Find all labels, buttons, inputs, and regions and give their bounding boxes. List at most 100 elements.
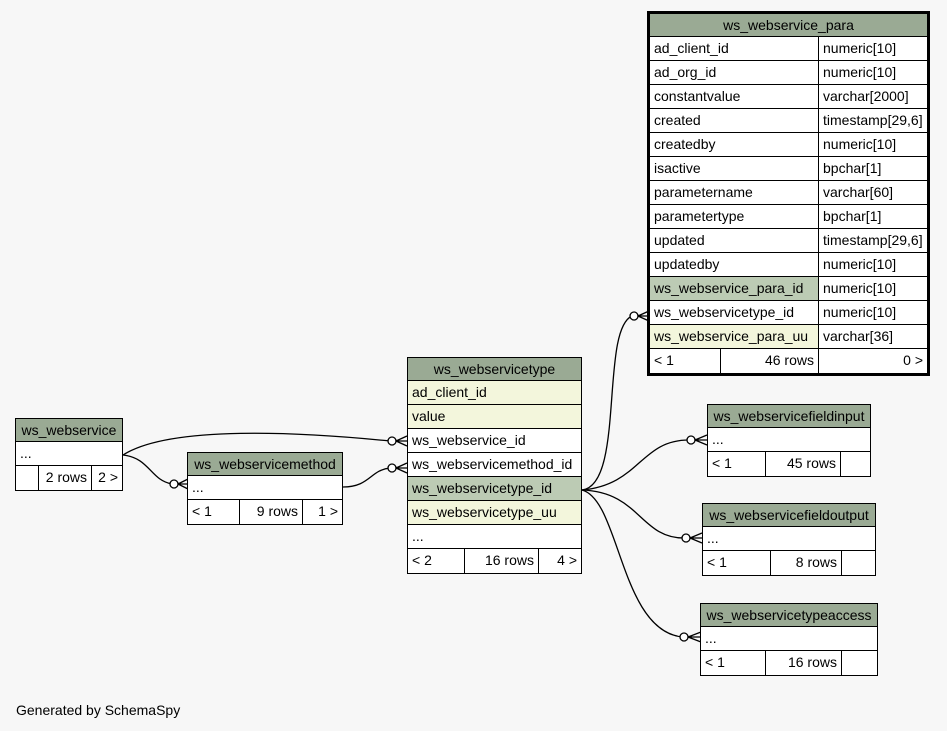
children-link[interactable]: 4 > [538,549,581,573]
link-type-to-typeaccess [581,489,683,638]
column-row: ... [408,525,581,549]
parents-link[interactable]: < 1 [192,503,212,519]
column-type: bpchar[1] [818,157,927,180]
column-row: createdby numeric[10] [650,133,927,157]
column-row: ... [708,428,870,452]
column-type: numeric[10] [818,253,927,276]
column-row-indexed: ws_webservicetype_uu [408,501,581,525]
optional-marker [387,436,397,446]
column-type: varchar[60] [818,181,927,204]
generated-by-label: Generated by SchemaSpy [16,702,181,718]
table-title[interactable]: ws_webservicefieldinput [708,405,870,428]
crowfoot-marker [689,532,703,544]
column-type: timestamp[29,6] [818,109,927,132]
parents-link[interactable]: < 1 [712,455,732,471]
table-ws-webservicefieldinput[interactable]: ws_webservicefieldinput ... < 1 45 rows [707,404,871,477]
table-ws-webservicemethod[interactable]: ws_webservicemethod ... < 1 9 rows 1 > [187,452,343,525]
row-count: 45 rows [765,452,840,476]
column-type: varchar[36] [818,325,927,348]
column-type: numeric[10] [818,61,927,84]
column-type: numeric[10] [818,301,927,324]
children-link[interactable]: 0 > [818,349,927,373]
column-type: numeric[10] [818,277,927,300]
crowfoot-marker [694,434,708,446]
row-count: 9 rows [239,500,302,524]
table-title[interactable]: ws_webservicemethod [188,453,342,476]
column-row: ad_client_id numeric[10] [650,37,927,61]
table-title[interactable]: ws_webservice_para [650,14,927,37]
column-type: varchar[2000] [818,85,927,108]
crowfoot-marker [395,435,408,447]
column-row-indexed: ad_client_id [408,381,581,405]
column-name: value [412,408,446,424]
column-name: updated [654,232,705,248]
table-ws-webservicefieldoutput[interactable]: ws_webservicefieldoutput ... < 1 8 rows [702,503,876,576]
row-count: 16 rows [464,549,538,573]
column-row-primary-key: ws_webservicetype_id [408,477,581,501]
column-name: ad_client_id [412,384,487,400]
children-link[interactable]: 2 > [91,466,122,490]
column-ellipsis: ... [707,530,719,546]
link-webservice-to-method [122,454,173,485]
column-row: ... [188,476,342,500]
column-type: numeric[10] [818,37,927,60]
column-row: constantvalue varchar[2000] [650,85,927,109]
column-name: ws_webservicetype_id [654,304,795,320]
link-type-to-para [581,315,633,491]
optional-marker [686,435,696,445]
column-ellipsis: ... [192,479,204,495]
column-row: ws_webservice_id [408,429,581,453]
column-row: parametername varchar[60] [650,181,927,205]
crowfoot-marker [687,631,702,643]
column-name: ws_webservicetype_id [412,480,553,496]
optional-marker [679,632,689,642]
column-row: parametertype bpchar[1] [650,205,927,229]
column-ellipsis: ... [412,528,424,544]
optional-marker [169,479,179,489]
crowfoot-marker [177,478,189,490]
table-title[interactable]: ws_webservicetype [408,358,581,381]
table-ws-webservice-para[interactable]: ws_webservice_para ad_client_id numeric[… [647,11,930,376]
children-link[interactable] [840,452,870,476]
table-title[interactable]: ws_webservicefieldoutput [703,504,875,527]
column-row-indexed: value [408,405,581,429]
table-footer: 2 rows 2 > [16,466,122,490]
table-title[interactable]: ws_webservicetypeaccess [701,604,877,627]
column-name: ws_webservicemethod_id [412,456,573,472]
column-name: ws_webservice_id [412,432,526,448]
optional-marker [629,311,639,321]
column-row: ... [703,527,875,551]
parents-link[interactable]: < 1 [707,554,727,570]
column-row: ws_webservicetype_id numeric[10] [650,301,927,325]
column-row: ... [16,442,122,466]
link-webservice-to-type [122,432,391,456]
children-link[interactable]: 1 > [302,500,342,524]
children-link[interactable] [841,551,875,575]
row-count: 2 rows [38,466,91,490]
children-link[interactable] [841,651,877,675]
column-row-indexed: ws_webservice_para_uu varchar[36] [650,325,927,349]
table-title[interactable]: ws_webservice [16,419,122,442]
column-name: parametername [654,184,753,200]
column-name: created [654,112,701,128]
parents-link[interactable]: < 2 [412,552,432,568]
column-row: ws_webservicemethod_id [408,453,581,477]
table-ws-webservicetype[interactable]: ws_webservicetype ad_client_id value ws_… [407,357,582,574]
row-count: 16 rows [765,651,841,675]
parents-link[interactable] [16,466,38,490]
table-footer: < 1 45 rows [708,452,870,476]
column-name: ws_webservice_para_id [650,277,818,300]
parents-link[interactable]: < 1 [654,352,674,368]
parents-link[interactable]: < 1 [705,654,725,670]
column-row: updatedby numeric[10] [650,253,927,277]
table-footer: < 2 16 rows 4 > [408,549,581,573]
column-row-primary-key: ws_webservice_para_id numeric[10] [650,277,927,301]
link-type-to-fieldoutput [581,489,685,539]
table-ws-webservicetypeaccess[interactable]: ws_webservicetypeaccess ... < 1 16 rows [700,603,878,676]
link-method-to-type [342,467,391,488]
optional-marker [387,463,397,473]
table-footer: < 1 8 rows [703,551,875,575]
column-name: isactive [654,160,701,176]
table-ws-webservice[interactable]: ws_webservice ... 2 rows 2 > [15,418,123,491]
